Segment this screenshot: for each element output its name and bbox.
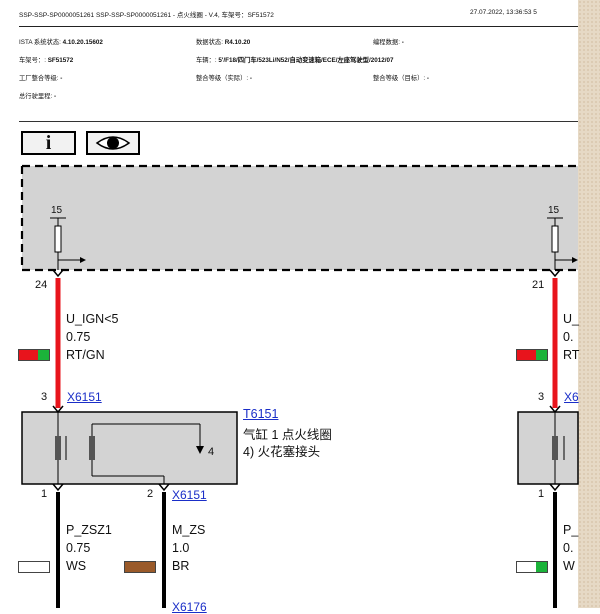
fuse-right (547, 217, 578, 270)
wire-signal-label-right: U_ (563, 312, 579, 326)
fuse-left (50, 217, 86, 270)
info-icon: i (45, 131, 52, 154)
vehicle-info: 车辆：: 5'/F18/四门车/523Li/N52/自动变速箱/ECE/左座驾驶… (196, 57, 394, 64)
coil-symbol-right (552, 412, 565, 484)
view-button[interactable] (86, 131, 140, 155)
factory-level: 工厂整合等级: - (19, 75, 63, 82)
header-divider (19, 26, 578, 27)
wire3-size-label: 1.0 (172, 541, 190, 555)
wire-color-swatch-ws (18, 561, 50, 573)
target-level: 整合等级（目标）: - (373, 75, 429, 82)
component-name: 气缸 1 点火线圈 (243, 428, 332, 442)
wire-color-swatch-rt-gn (18, 349, 50, 361)
data-status: 数据状态: R4.10.20 (196, 39, 251, 46)
pin-1-right: 1 (538, 488, 545, 500)
pin-21: 21 (532, 279, 545, 291)
wire-color-label: RT/GN (66, 348, 105, 362)
component-link-t6151[interactable]: T6151 (243, 407, 279, 421)
connector-chevron (52, 483, 64, 492)
wire2-color-label: WS (66, 559, 87, 573)
wire2-signal-label: P_ZSZ1 (66, 523, 112, 537)
wire-color-label-right: RT (563, 348, 580, 362)
connector-chevron (549, 483, 561, 492)
wire-size-label-right: 0. (563, 330, 574, 344)
wire-color-swatch-ws-gn-right (516, 561, 548, 573)
fuse-box-area (22, 166, 578, 270)
component-note: 4) 火花塞接头 (243, 445, 321, 459)
fuse-box-border (20, 164, 578, 272)
wire2-signal-label-right: P_ (563, 523, 579, 537)
connector-link-x6151[interactable]: X6151 (67, 390, 102, 404)
wire3-signal-label: M_ZS (172, 523, 206, 537)
pin-2: 2 (147, 488, 154, 500)
document-title: SSP-SSP-SP0000051261 SSP-SSP-SP000005126… (19, 12, 274, 19)
pin-3-right: 3 (538, 391, 545, 403)
fuse-label-left: 15 (51, 205, 63, 216)
pin-3: 3 (41, 391, 48, 403)
connector-link-x6151-lower[interactable]: X6151 (172, 488, 207, 502)
eye-icon (95, 136, 131, 150)
wire2-size-label-right: 0. (563, 541, 574, 555)
ignition-coil-box (21, 411, 238, 485)
wire3-color-label: BR (172, 559, 190, 573)
coil-symbol (55, 412, 204, 484)
actual-level: 整合等级（实际）: - (196, 75, 252, 82)
wire-color-swatch-br (124, 561, 156, 573)
pin-24: 24 (35, 279, 48, 291)
section-divider (19, 121, 578, 122)
wire2-color-label-right: W (563, 559, 575, 573)
wire2-size-label: 0.75 (66, 541, 91, 555)
fuse-label-right: 15 (548, 205, 560, 216)
connector-chevron (158, 483, 170, 492)
connector-chevron (549, 269, 561, 278)
connector-link-x6176[interactable]: X6176 (172, 600, 207, 614)
mileage: 总行驶里程: - (19, 93, 57, 100)
pin-1: 1 (41, 488, 48, 500)
connector-link-x6151-right[interactable]: X6 (564, 390, 579, 404)
inner-pin-4: 4 (208, 446, 215, 458)
programming-data: 编程数据: - (373, 39, 404, 46)
side-scroll-strip (578, 0, 600, 608)
wire-color-swatch-rt-gn-right (516, 349, 548, 361)
info-button[interactable]: i (21, 131, 76, 155)
vin-info: 车架号：: SF51572 (19, 57, 74, 64)
wire-signal-label: U_IGN<5 (66, 312, 119, 326)
ignition-coil-box-right (517, 411, 579, 485)
print-datetime: 27.07.2022, 13:36:53 5 (470, 9, 537, 16)
ista-status: ISTA 系统状态: 4.10.20.15602 (19, 39, 103, 46)
connector-chevron (52, 269, 64, 278)
wire-size-label: 0.75 (66, 330, 91, 344)
